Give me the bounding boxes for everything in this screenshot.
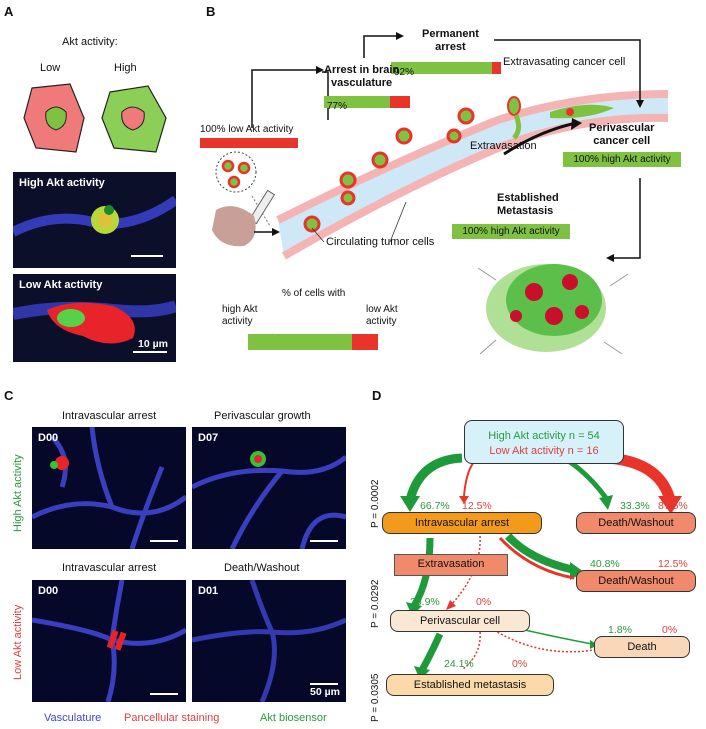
d07-label: D07	[198, 432, 219, 444]
pct-0-b: 0%	[662, 624, 678, 636]
low-akt-image-label: Low Akt activity	[19, 279, 103, 291]
p-value-2: P = 0.0292	[370, 579, 381, 628]
col1-bot-label: Intravascular arrest	[62, 562, 157, 574]
col1-top-label: Intravascular arrest	[62, 410, 157, 422]
pct-40-8: 40.8%	[590, 558, 620, 570]
low-akt-bar	[200, 138, 298, 148]
legend-pancellular: Pancellular staining	[124, 712, 220, 724]
high-akt-100-b: 100% high Akt activity	[452, 224, 570, 239]
scale-bar-label: 10 µm	[138, 338, 168, 350]
row-high-akt-label: High Akt activity	[12, 454, 24, 532]
d00-low-label: D00	[38, 585, 59, 597]
top-high-akt: High Akt activity n = 54	[488, 430, 600, 442]
circulating-label: Circulating tumor cells	[326, 236, 435, 248]
micrograph-c-d00-low: D00	[32, 580, 186, 702]
death-washout-node-b: Death/Washout	[576, 570, 696, 592]
col2-top-label: Perivascular growth	[214, 410, 311, 422]
micrograph-low-akt: Low Akt activity 10 µm	[13, 274, 176, 362]
c-scale-label: 50 µm	[310, 686, 340, 698]
death-washout-node-a: Death/Washout	[576, 512, 696, 534]
micrograph-c-d00-high: D00	[32, 427, 186, 549]
panel-label-b: B	[206, 4, 216, 19]
d01-label: D01	[198, 585, 219, 597]
micrograph-c-d07-high: D07	[192, 427, 346, 549]
pct-cells-bar	[248, 334, 378, 350]
pct-12-5-b: 12.5%	[658, 558, 688, 570]
p-value-3: P = 0.0305	[370, 673, 381, 722]
micrograph-high-akt: High Akt activity	[13, 172, 176, 268]
pct-87-5: 87.5%	[658, 500, 688, 512]
permanent-arrest-label: Permanent arrest	[422, 28, 479, 53]
pct-cells-title: % of cells with	[282, 288, 346, 299]
perivascular-cell-node: Perivascular cell	[390, 610, 530, 632]
high-akt-100-a: 100% high Akt activity	[563, 152, 681, 167]
col2-bot-label: Death/Washout	[224, 562, 300, 574]
bar-92-label: 92%	[394, 67, 415, 78]
low-label: Low	[40, 62, 61, 74]
established-metastasis-label: Established Metastasis	[497, 192, 559, 217]
akt-activity-title: Akt activity:	[62, 36, 118, 48]
p-value-1: P = 0.0002	[370, 479, 381, 528]
d00-high-label: D00	[38, 432, 59, 444]
pct-33-3: 33.3%	[620, 500, 650, 512]
row-low-akt-label: Low Akt activity	[12, 604, 24, 680]
death-node: Death	[594, 636, 690, 658]
pct-25-9: 25.9%	[410, 596, 440, 608]
high-akt-legend: high Akt activity	[222, 304, 258, 327]
extravasation-box: Extravasation	[394, 554, 508, 576]
pct-66-7: 66.7%	[420, 500, 450, 512]
pct-0-a: 0%	[476, 596, 492, 608]
bar-77: 77%	[324, 96, 410, 112]
bar-77-label: 77%	[327, 101, 348, 112]
panel-label-a: A	[4, 4, 14, 19]
high-label: High	[114, 62, 137, 74]
established-metastasis-node: Established metastasis	[386, 674, 554, 696]
top-low-akt: Low Akt activity n = 16	[489, 445, 599, 457]
bar-92: 92%	[391, 62, 501, 78]
low-akt-legend: low Akt activity	[366, 304, 398, 327]
low-akt-100-label: 100% low Akt activity	[200, 124, 294, 135]
metastasis-schematic	[212, 32, 669, 355]
intravascular-arrest-node: Intravascular arrest	[382, 512, 542, 534]
pct-24-1: 24.1%	[444, 658, 474, 670]
perivascular-cancer-cell-label: Perivascular cancer cell	[589, 122, 655, 147]
extravasating-label: Extravasating cancer cell	[503, 56, 626, 68]
extravasation-label: Extravasation	[470, 140, 537, 152]
micrograph-c-d01-low: D01 50 µm	[192, 580, 346, 702]
pct-12-5-a: 12.5%	[462, 500, 492, 512]
panel-label-c: C	[4, 388, 14, 403]
pct-0-c: 0%	[512, 658, 528, 670]
legend-akt-biosensor: Akt biosensor	[260, 712, 327, 724]
arrest-brain-label: Arrest in brain vasculature	[324, 64, 400, 89]
pct-1-8: 1.8%	[608, 624, 632, 636]
cell-schematics	[23, 83, 167, 153]
legend-vasculature: Vasculature	[44, 712, 102, 724]
top-node: High Akt activity n = 54 Low Akt activit…	[464, 420, 624, 464]
panel-label-d: D	[372, 388, 382, 403]
high-akt-image-label: High Akt activity	[19, 177, 105, 189]
